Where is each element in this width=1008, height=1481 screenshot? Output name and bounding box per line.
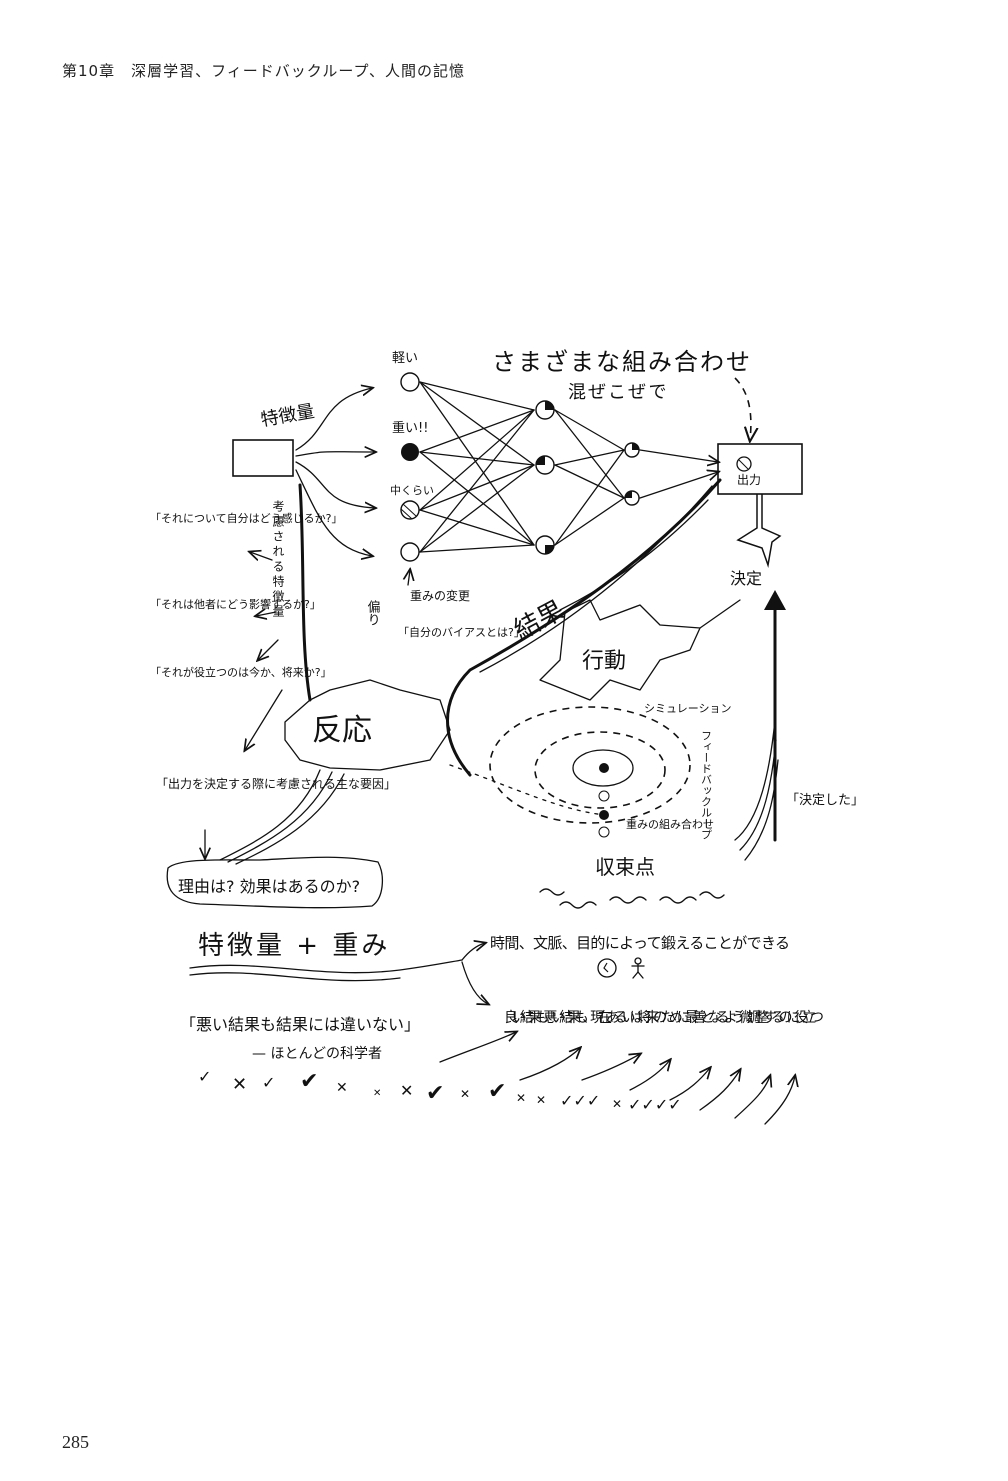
quote-others: 「それは他者にどう影響するか?」 [150, 597, 321, 611]
time-context-text-1: 時間、文脈、目的によって鍛えることができる [490, 934, 790, 952]
reason-bubble-text: 理由は? 効果はあるのか? [178, 877, 360, 896]
features-weights-stem [189, 959, 463, 974]
action-label: 行動 [582, 649, 626, 674]
reaction-label: 反応 [312, 713, 372, 748]
factor-strands [219, 769, 345, 865]
bias-question: 「自分のバイアスとは?」 [398, 626, 525, 639]
svg-text:✔: ✔ [488, 1079, 506, 1104]
weight-change-label: 重みの変更 [410, 588, 470, 603]
input-box [232, 439, 294, 477]
scientist-quote: 「悪い結果も結果には違いない」 [180, 1015, 420, 1034]
reason-bubble [166, 856, 383, 909]
convergence-dot [599, 763, 609, 773]
svg-text:✓✓✓: ✓✓✓ [560, 1091, 600, 1110]
output-label: 出力 [737, 473, 761, 487]
action-cloud [539, 599, 701, 701]
decision-label: 決定 [730, 569, 762, 588]
considered-features-vertical: 考慮される特徴量 [271, 500, 285, 620]
svg-text:✕: ✕ [612, 1097, 622, 1111]
feedback-loop-outer [489, 706, 691, 824]
mixed-label: 混ぜこぜで [568, 382, 669, 403]
svg-text:✕: ✕ [232, 1074, 247, 1095]
checks-crosses-row: ✓ ✕ ✓ ✔ ✕ ✕ ✕ ✔ ✕ ✔ ✕ ✕ ✓✓✓ ✕ ✓✓✓✓ [198, 1067, 682, 1114]
simulation-label: シミュレーション [644, 702, 732, 715]
output-node [736, 456, 752, 472]
svg-text:✓✓✓✓: ✓✓✓✓ [628, 1095, 682, 1114]
main-factors-quote: 「出力を決定する際に考慮される主な要因」 [156, 776, 396, 791]
good-bad-text: 良い結果も悪い結果も、現在あるいは将来のために最善となるよう微調整するのに役立つ [504, 1010, 824, 1026]
svg-text:✕: ✕ [536, 1093, 546, 1107]
page-number: 285 [62, 1432, 89, 1452]
svg-text:✓: ✓ [198, 1067, 211, 1086]
svg-text:✔: ✔ [300, 1069, 318, 1094]
node-heavy [401, 443, 419, 461]
result-label: 結果 [509, 595, 569, 646]
node-light [400, 372, 420, 392]
connections-l2-l3 [554, 409, 625, 546]
bias-vertical: 偏り [365, 600, 381, 626]
svg-text:✕: ✕ [336, 1080, 348, 1096]
quote-now-future: 「それが役立つのは今か、将来か?」 [150, 665, 332, 679]
running-head: 第10章 深層学習、フィードバックループ、人間の記憶 [62, 62, 465, 80]
feedback-loop-label: フィードバックループ [700, 730, 713, 840]
node-label-heavy: 重い!! [392, 420, 428, 436]
output-box [717, 443, 803, 495]
decided-strands [734, 719, 779, 861]
weights-combination-label: 重みの組み合わせ [626, 817, 714, 831]
left-stem [298, 483, 312, 702]
rising-arrows [439, 1032, 795, 1125]
feature-label: 特徴量 [259, 401, 316, 431]
node-label-medium: 中くらい [390, 484, 434, 497]
decided-quote: 「決定した」 [786, 793, 864, 808]
wavy-lines [539, 888, 725, 909]
svg-text:✕: ✕ [400, 1081, 413, 1100]
svg-text:✕: ✕ [460, 1087, 470, 1101]
node-hollow [400, 542, 420, 562]
svg-text:✓: ✓ [262, 1073, 275, 1092]
clock-icon [597, 958, 617, 978]
person-icon [631, 957, 645, 979]
convergence-label: 収束点 [595, 855, 655, 879]
feedback-loop-inner [534, 731, 666, 809]
scientist-attribution: — ほとんどの科学者 [252, 1046, 382, 1062]
connections-l1-l2 [419, 381, 535, 553]
reaction-cloud [284, 679, 451, 771]
features-plus-weights: 特徴量 + 重み [198, 931, 390, 961]
svg-text:✕: ✕ [373, 1088, 381, 1099]
svg-text:✔: ✔ [426, 1081, 444, 1106]
quote-feel: 「それについて自分はどう感じるか?」 [150, 512, 343, 525]
combinations-title: さまざまな組み合わせ [492, 348, 752, 376]
svg-text:✕: ✕ [516, 1091, 526, 1105]
node-label-light: 軽い [392, 351, 418, 366]
